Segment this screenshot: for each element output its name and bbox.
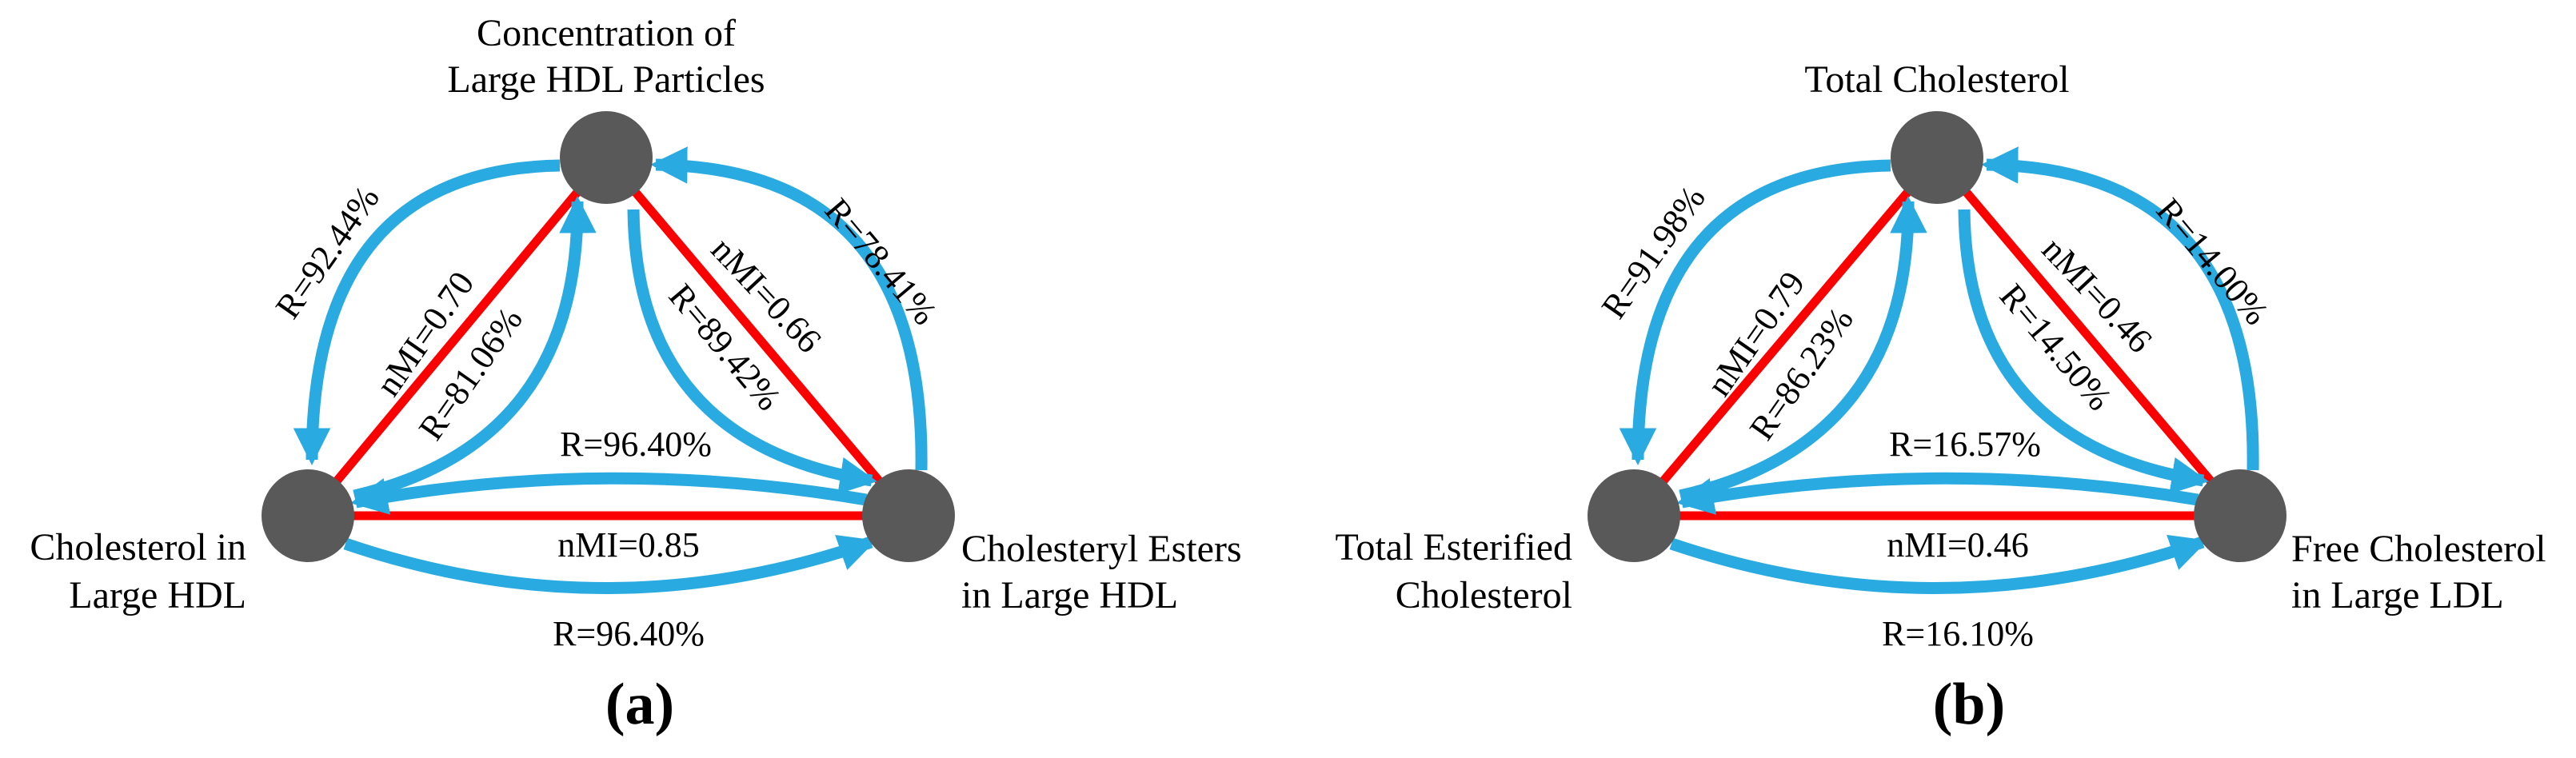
edge-label-red-mid-b: nMI=0.46: [1887, 525, 2029, 565]
edge-blue-outer-left-a: [293, 159, 561, 465]
edge-blue-upper-mid-a: [350, 472, 868, 515]
panel-caption-a: (a): [605, 672, 674, 737]
edge-blue-inner-left-b: [1679, 196, 1927, 502]
edge-blue-inner-left-a: [353, 196, 597, 502]
edge-blue-upper-mid-b: [1676, 472, 2199, 515]
edge-blue-inner-right-b: [1958, 209, 2209, 494]
edge-label-lower-mid-b: R=16.10%: [1882, 614, 2034, 653]
edge-label-lower-mid-a: R=96.40%: [553, 614, 705, 653]
edge-red-top-bottomleft-b: [1630, 154, 1941, 519]
edge-blue-inner-right-a: [627, 209, 877, 494]
edge-label-upper-mid-b: R=16.57%: [1889, 425, 2041, 464]
edge-label-outer-right-b: R=14.00%: [2149, 191, 2277, 333]
panel-caption-b: (b): [1933, 672, 2005, 737]
node-br-label-line1-a: Cholesteryl Esters: [961, 528, 1242, 570]
node-top-b: [1891, 111, 1983, 204]
edge-blue-outer-right-a: [650, 146, 928, 471]
panel-b: Total Cholesterol Total Esterified Chole…: [1335, 58, 2546, 737]
node-br-label-line2-b: in Large LDL: [2291, 574, 2504, 616]
node-top-label-line2-a: Large HDL Particles: [447, 58, 765, 101]
node-bl-label-line2-a: Large HDL: [69, 574, 246, 616]
node-top-label-line1-a: Concentration of: [477, 12, 736, 54]
node-bl-label-line1-a: Cholesterol in: [30, 526, 246, 568]
panel-a: Concentration of Large HDL Particles Cho…: [30, 12, 1241, 737]
edge-blue-outer-left-b: [1619, 159, 1891, 465]
edge-red-top-bottomleft-a: [304, 154, 610, 519]
edge-label-red-mid-a: nMI=0.85: [557, 525, 700, 565]
node-top-label-line1-b: Total Cholesterol: [1804, 58, 2069, 101]
node-br-label-line2-a: in Large HDL: [961, 574, 1178, 616]
edge-red-top-bottomright-a: [602, 154, 913, 519]
node-bottom-left-a: [262, 469, 354, 562]
node-br-label-line1-b: Free Cholesterol: [2291, 528, 2546, 570]
edge-blue-lower-mid-a: [343, 534, 877, 594]
edge-label-outer-right-a: R=78.41%: [817, 191, 945, 333]
node-top-a: [560, 111, 653, 204]
node-bottom-right-b: [2194, 469, 2286, 562]
node-bl-label-line2-b: Cholesterol: [1396, 574, 1572, 616]
edge-label-upper-mid-a: R=96.40%: [560, 425, 712, 464]
node-bl-label-line1-b: Total Esterified: [1335, 526, 1572, 568]
edge-red-top-bottomright-b: [1933, 154, 2244, 519]
edge-blue-lower-mid-b: [1669, 534, 2208, 594]
node-bottom-left-b: [1588, 469, 1680, 562]
node-bottom-right-a: [862, 469, 955, 562]
edge-blue-outer-right-b: [1981, 146, 2259, 471]
